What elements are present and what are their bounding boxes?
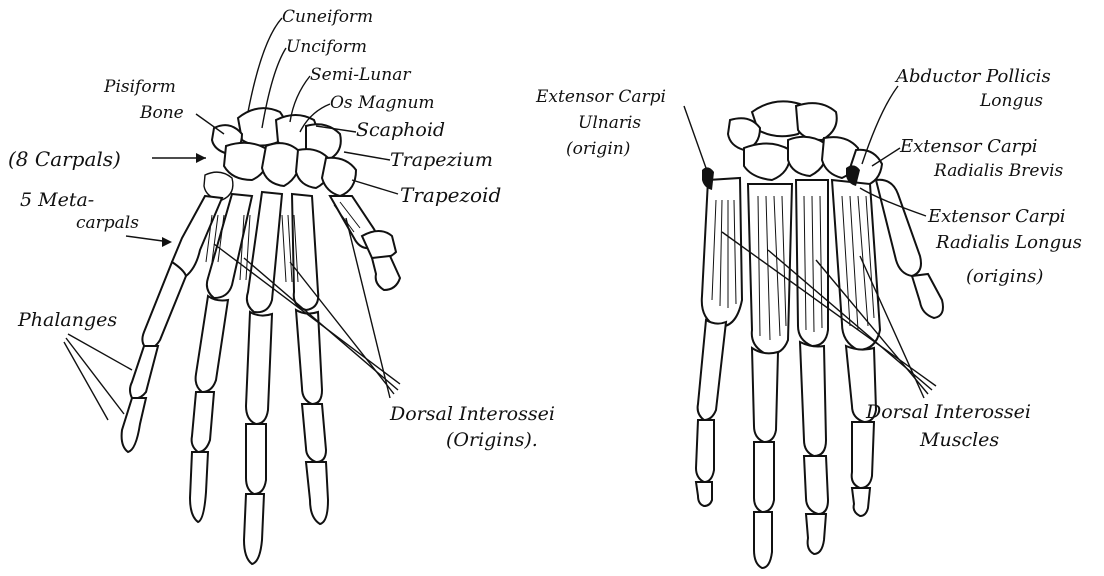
- left-ring-finger: [190, 296, 228, 522]
- label-apl-2: Longus: [979, 91, 1043, 111]
- label-pisiform-1: Pisiform: [103, 77, 176, 97]
- label-os-magnum: Os Magnum: [330, 93, 435, 113]
- label-trapezium: Trapezium: [390, 149, 493, 171]
- left-thumb: [362, 231, 400, 290]
- left-index-finger: [296, 310, 328, 524]
- left-little-finger: [122, 262, 186, 452]
- left-middle-finger: [244, 312, 272, 564]
- left-carpal-bones: [204, 108, 356, 200]
- left-metacarpals: [172, 192, 377, 312]
- label-dorsal-muscles-2: Muscles: [919, 429, 999, 451]
- label-ecrl-1: Extensor Carpi: [927, 206, 1066, 227]
- label-trapezoid: Trapezoid: [400, 183, 501, 207]
- label-dorsal-interossei-2: (Origins).: [446, 429, 538, 451]
- label-unciform: Unciform: [286, 37, 367, 57]
- label-scaphoid: Scaphoid: [356, 119, 445, 141]
- left-labels: Cuneiform Unciform Semi-Lunar Os Magnum …: [8, 7, 555, 451]
- label-ecrl-3: (origins): [966, 266, 1043, 287]
- label-metacarpals-1: 5 Meta-: [20, 189, 94, 211]
- label-carpals: (8 Carpals): [8, 147, 121, 171]
- label-ecrb-1: Extensor Carpi: [899, 136, 1038, 157]
- right-hand-muscles: [696, 101, 943, 568]
- label-metacarpals-2: carpals: [76, 213, 139, 233]
- label-pisiform-2: Bone: [139, 103, 184, 123]
- label-ecrl-2: Radialis Longus: [935, 232, 1082, 253]
- left-hand-skeleton: [122, 108, 400, 564]
- label-cuneiform: Cuneiform: [282, 7, 373, 27]
- label-ecu-3: (origin): [566, 139, 630, 159]
- label-phalanges: Phalanges: [17, 309, 117, 331]
- label-ecrb-2: Radialis Brevis: [933, 161, 1064, 181]
- right-fingers: [696, 320, 876, 568]
- label-dorsal-muscles-1: Dorsal Interossei: [865, 401, 1031, 423]
- label-semi-lunar: Semi-Lunar: [310, 65, 411, 85]
- label-ecu-2: Ulnaris: [578, 113, 641, 133]
- label-dorsal-interossei-1: Dorsal Interossei: [389, 403, 555, 425]
- label-ecu-1: Extensor Carpi: [535, 87, 666, 107]
- label-apl-1: Abductor Pollicis: [894, 66, 1051, 87]
